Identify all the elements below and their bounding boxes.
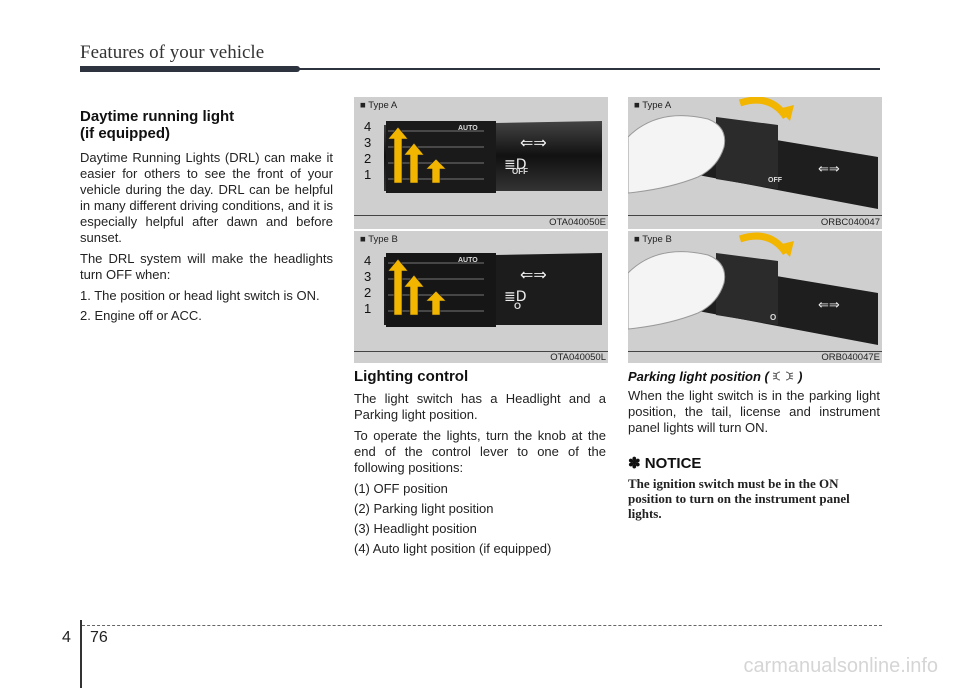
figure-code: ORB040047E: [821, 352, 880, 363]
lever-illustration: ⇐⇒ ≣D: [384, 121, 602, 193]
drl-section: Daytime running light (if equipped) Dayt…: [80, 108, 333, 328]
lever-illustration: ⇐⇒ ≣D: [384, 253, 602, 327]
figure-code: ORBC040047: [820, 217, 880, 228]
position-number: 4: [364, 253, 372, 268]
figure-type-label: ■ Type A: [634, 100, 672, 111]
figure-lever-type-a: ⇐⇒ ≣D ■ Type A 4 3 2 1 AUTO OFF OTA04005…: [354, 97, 608, 229]
parking-light-icon: [773, 371, 794, 381]
notice-body: The ignition switch must be in the ON po…: [628, 476, 850, 521]
chapter-number: 4: [62, 629, 71, 646]
footer-vertical-rule: [80, 620, 82, 688]
lighting-item: (4) Auto light position (if equipped): [354, 541, 552, 556]
figure-code: OTA040050E: [549, 217, 606, 228]
drl-title-line2: (if equipped): [80, 125, 170, 142]
off-marking: OFF: [768, 177, 782, 184]
off-marking: O: [770, 313, 777, 322]
header-title: Features of your vehicle: [80, 42, 265, 63]
position-numbers: 4 3 2 1: [364, 253, 371, 317]
position-number: 2: [364, 285, 372, 300]
lighting-para1: The light switch has a Headlight and a P…: [354, 391, 606, 422]
parking-title-suffix: ): [798, 369, 803, 384]
watermark: carmanualsonline.info: [743, 655, 938, 677]
position-numbers: 4 3 2 1: [364, 119, 371, 183]
drl-para1: Daytime Running Lights (DRL) can make it…: [80, 150, 333, 245]
figure-code: OTA040050L: [550, 352, 606, 363]
lighting-item: (2) Parking light position: [354, 501, 494, 516]
drl-title: Daytime running light (if equipped): [80, 108, 333, 142]
page-number: 76: [90, 629, 108, 646]
parking-section: Parking light position ( ) When the ligh…: [628, 369, 880, 521]
svg-text:⇐⇒: ⇐⇒: [818, 162, 840, 177]
drl-para2: The DRL system will make the headlights …: [80, 251, 333, 282]
lighting-item: (1) OFF position: [354, 481, 448, 496]
footer-dashed-rule: [82, 625, 882, 626]
lighting-list: (1) OFF position (2) Parking light posit…: [354, 481, 606, 557]
off-marking: O: [514, 301, 522, 311]
drl-item-2: 2. Engine off or ACC.: [80, 308, 202, 323]
figure-type-label: ■ Type B: [360, 234, 398, 245]
drl-list: 1. The position or head light switch is …: [80, 288, 333, 324]
figure-type-label: ■ Type B: [634, 234, 672, 245]
position-number: 1: [364, 301, 372, 316]
figure-rule: [628, 215, 882, 216]
figure-hand-type-a: ⇐⇒ ■ Type A OFF ORBC040047: [628, 97, 882, 229]
drl-title-line1: Daytime running light: [80, 108, 235, 125]
off-marking: OFF: [512, 167, 528, 176]
header-rule: [80, 68, 880, 70]
figure-rule: [354, 215, 608, 216]
drl-item-1: 1. The position or head light switch is …: [80, 288, 320, 303]
lighting-item: (3) Headlight position: [354, 521, 477, 536]
position-number: 3: [364, 135, 372, 150]
svg-text:⇐⇒: ⇐⇒: [818, 298, 840, 313]
parking-para: When the light switch is in the parking …: [628, 388, 880, 435]
auto-marking: AUTO: [458, 125, 478, 132]
position-number: 4: [364, 119, 372, 134]
svg-text:≣D: ≣D: [504, 289, 527, 305]
position-number: 2: [364, 151, 372, 166]
notice-title: ✽ NOTICE: [628, 455, 702, 472]
lighting-title: Lighting control: [354, 368, 469, 385]
parking-title-prefix: Parking light position (: [628, 369, 769, 384]
hand-on-lever-illustration: ⇐⇒: [628, 232, 878, 345]
position-number: 1: [364, 167, 372, 182]
hand-on-lever-illustration: ⇐⇒: [628, 97, 878, 209]
svg-text:⇐⇒: ⇐⇒: [520, 133, 547, 152]
figure-rule: [354, 351, 608, 352]
svg-text:⇐⇒: ⇐⇒: [520, 265, 547, 284]
figure-rule: [628, 351, 882, 352]
auto-marking: AUTO: [458, 257, 478, 264]
lighting-section: Lighting control The light switch has a …: [354, 368, 606, 561]
figure-lever-type-b: ⇐⇒ ≣D ■ Type B 4 3 2 1 AUTO O OTA040050L: [354, 231, 608, 363]
lighting-para2: To operate the lights, turn the knob at …: [354, 428, 606, 475]
svg-text:≣D: ≣D: [504, 157, 527, 173]
parking-title: Parking light position ( ): [628, 369, 880, 384]
position-number: 3: [364, 269, 372, 284]
figure-hand-type-b: ⇐⇒ ■ Type B O ORB040047E: [628, 231, 882, 363]
figure-type-label: ■ Type A: [360, 100, 398, 111]
